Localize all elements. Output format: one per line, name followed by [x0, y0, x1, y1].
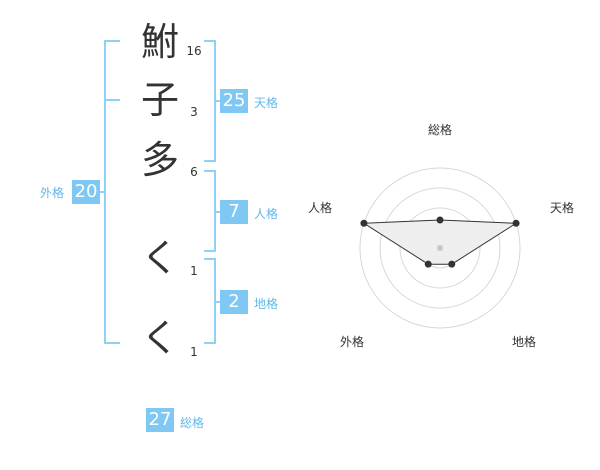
soukaku-label: 総格: [180, 416, 205, 430]
radar-point-bottom-right: [448, 260, 456, 268]
name-char-3: 多: [140, 138, 179, 182]
radar-label-jinkaku: 人格: [308, 200, 332, 215]
name-char-4: く: [140, 236, 179, 280]
gaikaku-bracket-divider: [106, 99, 120, 101]
stroke-count-3: 6: [190, 165, 198, 179]
soukaku-value-box: 27: [146, 408, 174, 432]
stroke-count-2: 3: [190, 105, 198, 119]
stroke-count-5: 1: [190, 345, 198, 359]
radar-point-bottom-left: [424, 260, 432, 268]
radar-point-left: [360, 219, 368, 227]
tenkaku-label: 天格: [254, 96, 279, 110]
radar-center-dot: [437, 245, 443, 251]
radar-grid-ring: [399, 207, 481, 289]
stroke-count-4: 1: [190, 264, 198, 278]
tenkaku-value-box: 25: [220, 89, 248, 113]
radar-score-polygon: [362, 219, 518, 265]
radar-grid-ring: [379, 187, 501, 309]
jinkaku-connector: [216, 211, 222, 213]
radar-point-right: [512, 219, 520, 227]
jinkaku-bracket: [204, 170, 216, 252]
chikaku-bracket: [204, 258, 216, 344]
gaikaku-bracket: [104, 40, 120, 344]
tenkaku-bracket: [204, 40, 216, 162]
radar-label-gaikaku: 外格: [340, 334, 364, 349]
chikaku-connector: [216, 301, 222, 303]
chikaku-label: 地格: [254, 297, 279, 311]
radar-points: [360, 216, 520, 268]
name-char-2: 子: [140, 78, 179, 122]
radar-label-tenkaku: 天格: [550, 200, 574, 215]
stroke-count-1: 16: [186, 44, 202, 58]
jinkaku-label: 人格: [254, 207, 279, 221]
jinkaku-value-box: 7: [220, 200, 248, 224]
name-char-1: 鮒: [140, 20, 179, 64]
radar-label-soukaku: 総格: [428, 122, 452, 137]
tenkaku-connector: [216, 100, 222, 102]
gaikaku-value-box: 20: [72, 180, 100, 204]
radar-point-top: [436, 216, 444, 224]
chikaku-value-box: 2: [220, 290, 248, 314]
radar-label-chikaku: 地格: [512, 334, 536, 349]
radar-grid-ring: [359, 167, 521, 329]
gaikaku-label: 外格: [40, 186, 65, 200]
name-char-5: く: [140, 316, 179, 360]
